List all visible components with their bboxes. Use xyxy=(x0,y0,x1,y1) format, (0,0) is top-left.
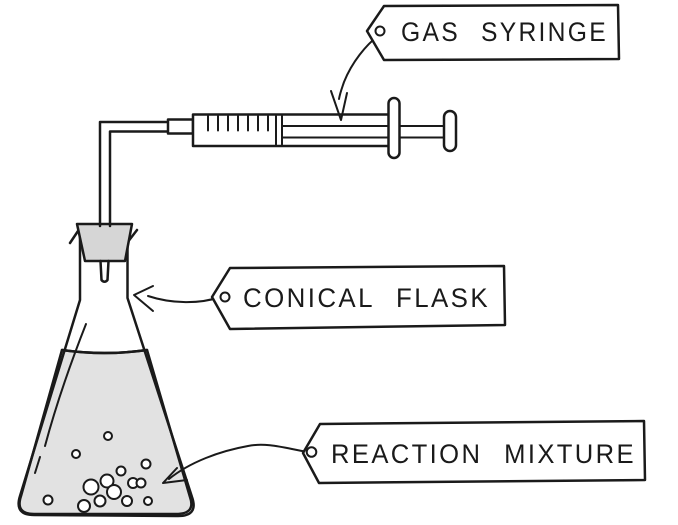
tag-hole-gas-syringe xyxy=(374,25,386,37)
plunger-rod xyxy=(282,125,445,139)
gas-bubble xyxy=(82,478,100,496)
gas-bubble xyxy=(71,449,81,459)
tube-outer-line xyxy=(98,120,170,228)
tag-outline-reaction-mixture xyxy=(301,419,647,485)
tag-outline-gas-syringe xyxy=(365,3,621,62)
label-tag-conical-flask: CONICAL FLASK xyxy=(133,264,507,331)
liquid-surface-line xyxy=(60,348,149,355)
conical-flask-drawing xyxy=(17,228,195,518)
gas-bubble xyxy=(93,494,107,508)
gas-bubble xyxy=(77,499,91,513)
tag-label-gas-syringe: GAS SYRINGE xyxy=(401,17,608,47)
leader-arrow-reaction-mixture xyxy=(162,443,309,484)
syringe-piston xyxy=(275,115,283,146)
flask-highlight xyxy=(34,323,87,474)
tag-label-reaction-mixture: REACTION MIXTURE xyxy=(331,439,636,469)
tube-lower-section xyxy=(99,259,110,283)
syringe-nozzle xyxy=(166,118,195,135)
plunger-flange xyxy=(387,96,401,160)
gas-bubble xyxy=(115,465,127,477)
tag-hole-conical-flask xyxy=(219,291,231,303)
tag-label-conical-flask: CONICAL FLASK xyxy=(243,283,490,313)
syringe-graduations xyxy=(207,115,269,132)
gas-bubble xyxy=(106,484,122,500)
leader-arrow-conical-flask xyxy=(133,285,221,312)
rubber-stopper xyxy=(75,222,134,263)
gas-bubble xyxy=(140,458,152,470)
gas-bubble xyxy=(42,494,54,506)
tag-hole-reaction-mixture xyxy=(305,446,318,458)
gas-bubble xyxy=(143,496,153,506)
label-tag-reaction-mixture: REACTION MIXTURE xyxy=(162,419,647,485)
flask-rim-left xyxy=(68,229,80,245)
gas-bubble xyxy=(135,477,147,489)
gas-bubble xyxy=(121,495,133,507)
tube-inner-line xyxy=(108,130,170,228)
gas-syringe-drawing xyxy=(166,96,458,160)
plunger-handle xyxy=(442,109,458,153)
delivery-tube xyxy=(98,120,170,283)
syringe-barrel xyxy=(191,113,391,148)
gas-bubbles xyxy=(42,431,153,513)
gas-bubble xyxy=(99,473,115,489)
tag-outline-conical-flask xyxy=(210,264,507,331)
gas-bubble xyxy=(103,431,113,441)
label-tag-gas-syringe: GAS SYRINGE xyxy=(330,3,621,121)
leader-arrow-gas-syringe xyxy=(330,34,380,121)
flask-outline xyxy=(17,234,195,518)
